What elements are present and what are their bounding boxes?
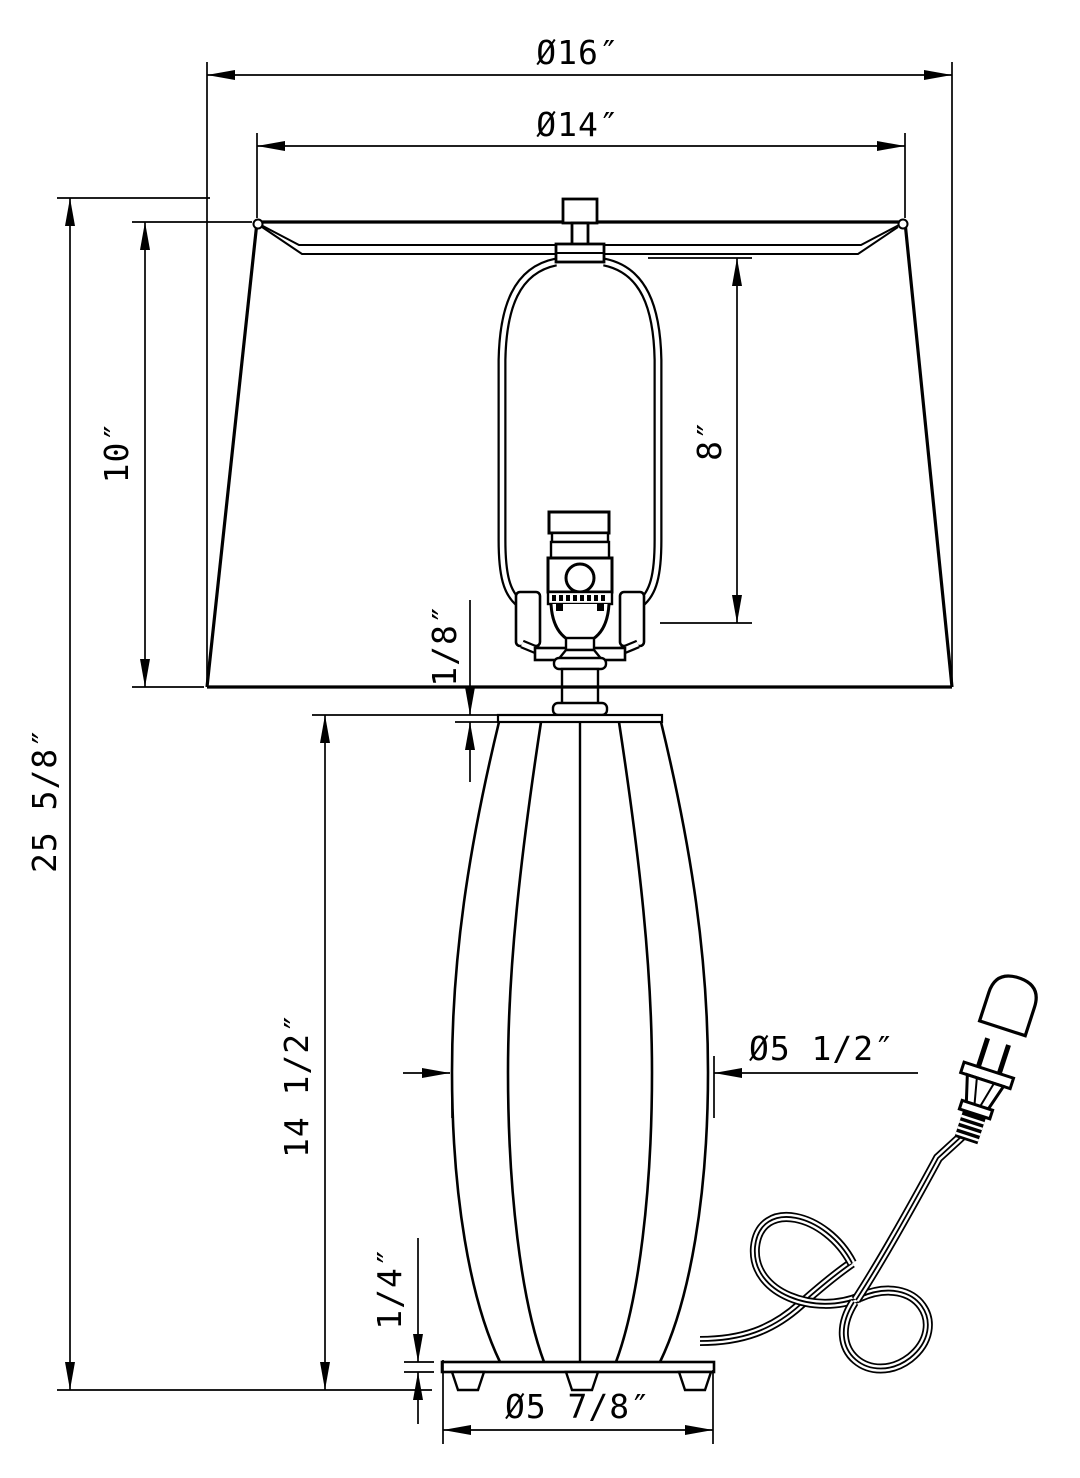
dim-label-cap-thickness: 1/8″ [425, 603, 464, 686]
dim-label-harp-height: 8″ [690, 419, 729, 461]
dim-label-shade-bottom-diameter: Ø16″ [536, 33, 619, 72]
body-cap-plate [496, 713, 664, 724]
harp [497, 257, 663, 662]
plug-prong [975, 1037, 990, 1068]
base-foot [450, 1370, 486, 1392]
plug-prong [996, 1044, 1011, 1075]
dim-base-diameter: Ø5 7/8″ [442, 1360, 714, 1444]
harp-sleeve-left [514, 590, 542, 648]
base-foot [564, 1370, 600, 1392]
shade-corner-right [897, 218, 909, 230]
dim-label-base-diameter: Ø5 7/8″ [505, 1387, 651, 1426]
dim-label-body-height: 14 1/2″ [277, 1012, 316, 1158]
dim-harp-height: 8″ [648, 257, 752, 624]
socket-switch-knob [564, 562, 596, 594]
dim-cap-thickness: 1/8″ [312, 600, 497, 782]
finial [554, 197, 606, 264]
socket-knurl-ticks [552, 595, 605, 601]
lamp-body [450, 721, 710, 1363]
power-cord [699, 1132, 966, 1374]
dim-shade-height: 10″ [97, 221, 252, 688]
dim-label-base-thickness: 1/4″ [370, 1246, 409, 1329]
base-foot [677, 1370, 713, 1392]
lamp-base [440, 1360, 716, 1392]
dim-label-body-diameter: Ø5 1/2″ [749, 1029, 895, 1068]
power-plug [954, 974, 1038, 1145]
dim-shade-top-diameter: Ø14″ [256, 105, 906, 218]
dim-shade-bottom-diameter: Ø16″ [206, 33, 953, 687]
shade-corner-left [252, 218, 264, 230]
body-rib-right [614, 721, 654, 1363]
dim-body-height: 14 1/2″ [277, 715, 330, 1390]
harp-sleeve-right [618, 590, 646, 648]
dim-label-shade-height: 10″ [97, 421, 136, 484]
neck [551, 656, 609, 717]
dim-base-thickness: 1/4″ [370, 1238, 434, 1424]
dim-body-diameter: Ø5 1/2″ [403, 1029, 918, 1118]
plug-cover-cap [977, 974, 1038, 1038]
socket [546, 510, 614, 663]
body-rib-left [506, 721, 546, 1363]
dim-label-shade-top-diameter: Ø14″ [536, 105, 619, 144]
dim-overall-height: 25 5/8″ [25, 197, 432, 1391]
dim-label-overall-height: 25 5/8″ [25, 727, 64, 873]
